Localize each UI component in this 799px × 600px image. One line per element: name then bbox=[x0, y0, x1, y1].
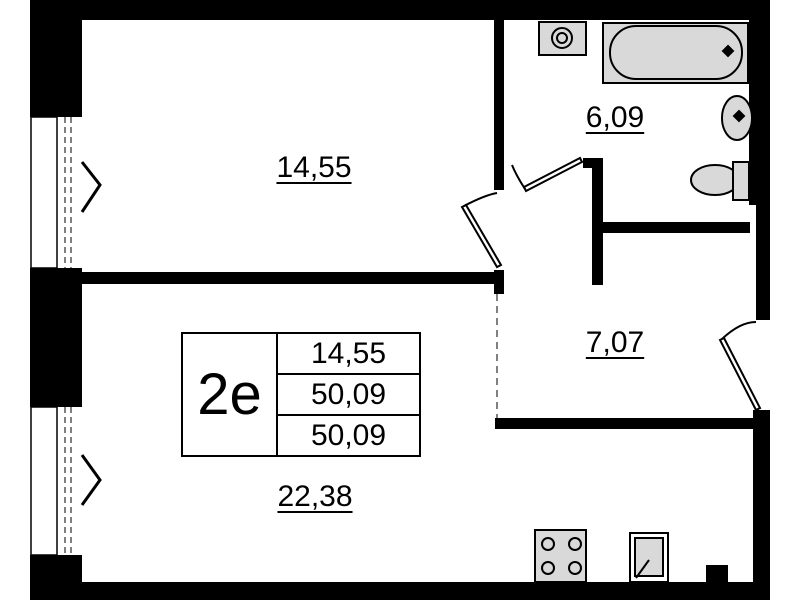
burner bbox=[541, 561, 555, 575]
left-wall-middle bbox=[30, 268, 82, 407]
room-area-hallway: 7,07 bbox=[585, 326, 645, 359]
toilet bbox=[690, 164, 740, 196]
bedroom-living-wall bbox=[82, 272, 503, 284]
toilet-tank bbox=[732, 161, 750, 201]
washing-machine-drum bbox=[556, 32, 568, 44]
hall-lower-wall bbox=[495, 418, 755, 429]
entrance-door[interactable] bbox=[718, 336, 762, 412]
right-wall-mid bbox=[756, 205, 770, 320]
right-wall-lower bbox=[753, 410, 770, 600]
area-value: 14,55 bbox=[278, 334, 419, 375]
bedroom-bath-wall bbox=[494, 20, 504, 190]
stove bbox=[534, 529, 587, 583]
door-swing bbox=[463, 192, 498, 207]
room-area-bathroom: 6,09 bbox=[585, 101, 645, 134]
door-swing bbox=[721, 321, 757, 340]
area-value: 50,09 bbox=[278, 375, 419, 416]
door-swing bbox=[511, 164, 526, 190]
burner bbox=[541, 537, 555, 551]
area-values: 14,55 50,09 50,09 bbox=[278, 334, 419, 455]
area-value: 50,09 bbox=[310, 418, 387, 452]
bedroom-door[interactable] bbox=[460, 203, 503, 269]
window-living bbox=[30, 406, 58, 556]
walls bbox=[30, 0, 770, 600]
windows bbox=[30, 116, 498, 556]
apartment-type: 2e bbox=[183, 334, 278, 455]
burner bbox=[568, 537, 582, 551]
fixtures bbox=[534, 21, 753, 583]
room-area-living: 22,38 bbox=[277, 480, 353, 513]
window-opening-mark bbox=[80, 454, 102, 506]
apartment-summary-table: 2e 14,55 50,09 50,09 bbox=[181, 332, 421, 457]
window-opening-mark bbox=[80, 161, 102, 213]
bathroom-door[interactable] bbox=[522, 156, 584, 193]
bath-lower-wall bbox=[600, 222, 750, 233]
sink-basin bbox=[634, 537, 664, 577]
doors[interactable] bbox=[460, 156, 762, 412]
washbasin-drain bbox=[732, 109, 746, 123]
room-area-bedroom: 14,55 bbox=[276, 151, 352, 184]
bathtub-drain bbox=[721, 44, 735, 58]
left-wall-lower bbox=[30, 555, 82, 600]
washing-machine bbox=[538, 21, 587, 56]
bottom-wall bbox=[30, 582, 770, 600]
wall-stub bbox=[494, 270, 504, 294]
bath-hall-wall bbox=[592, 158, 603, 285]
right-wall-upper bbox=[749, 0, 770, 205]
window-bedroom bbox=[30, 116, 58, 269]
top-wall bbox=[30, 0, 770, 20]
faucet bbox=[635, 559, 650, 579]
washing-machine-icon bbox=[551, 27, 573, 49]
riser bbox=[706, 565, 728, 583]
left-wall-upper bbox=[30, 0, 82, 117]
bathtub-basin bbox=[609, 25, 743, 80]
burner bbox=[568, 561, 582, 575]
